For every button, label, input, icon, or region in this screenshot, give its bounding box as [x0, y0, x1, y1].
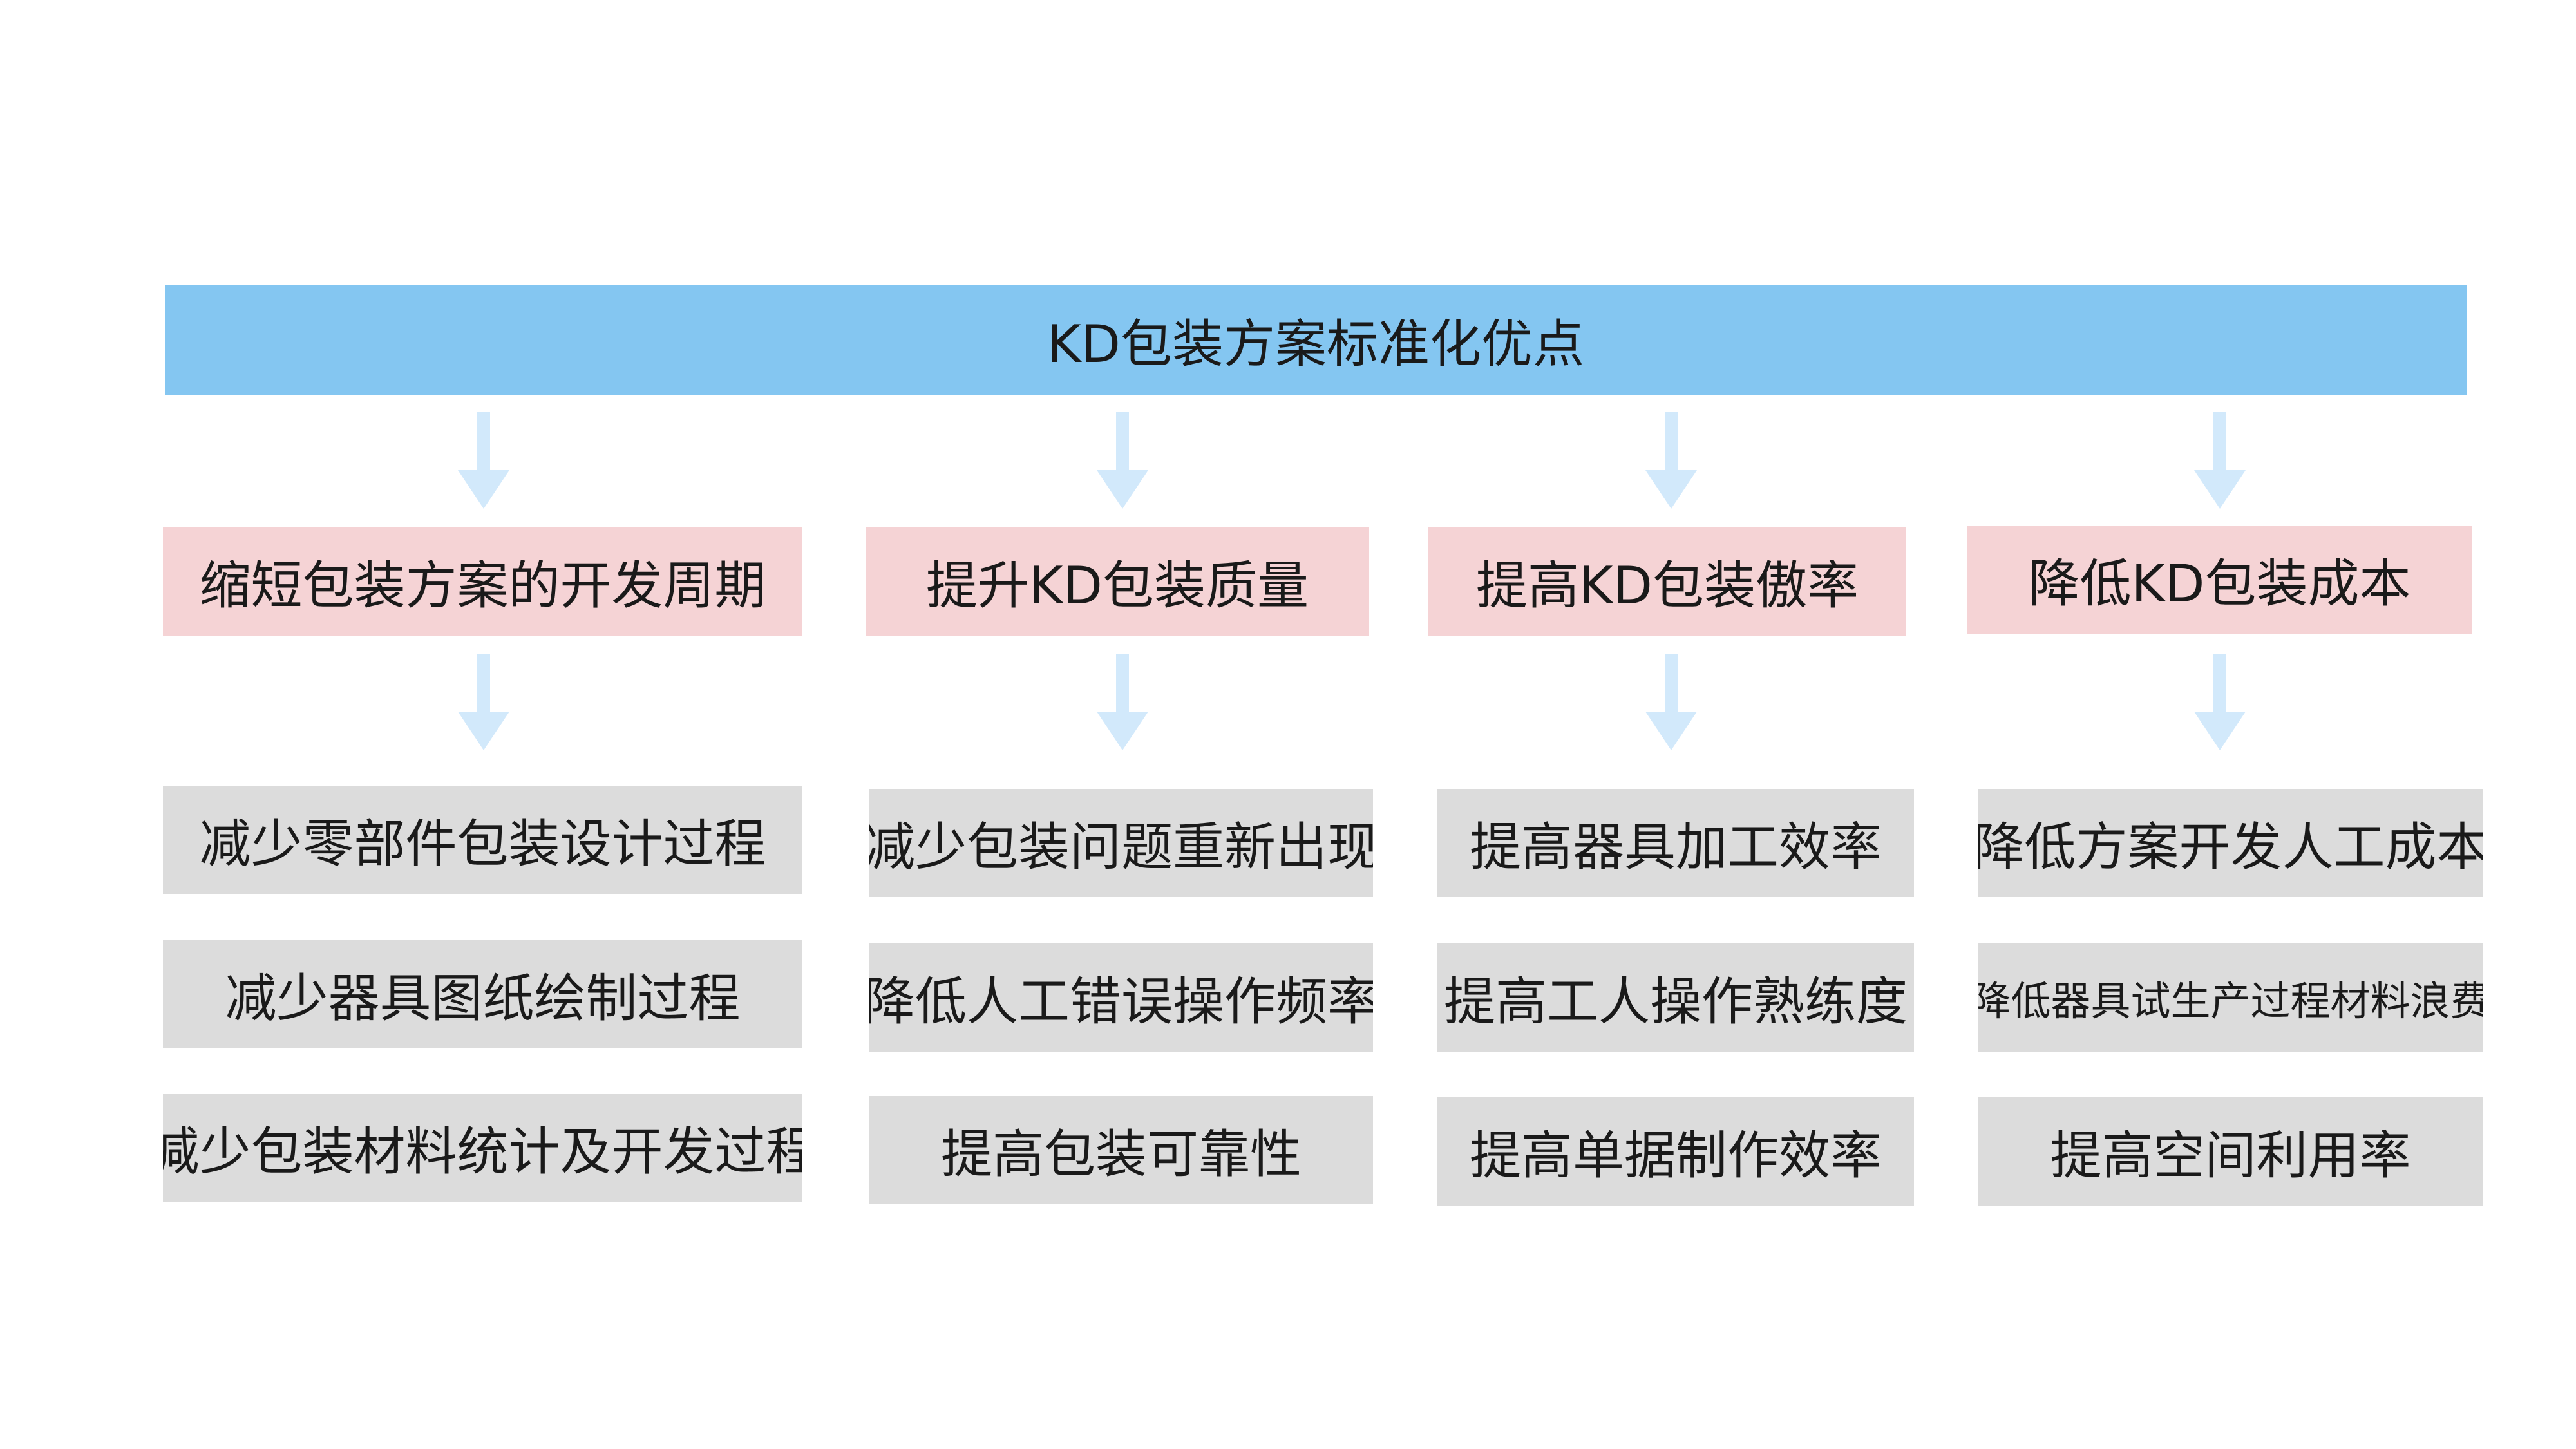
diagram-title: KD包装方案标准化优点 [165, 285, 2467, 395]
item-box: 减少零部件包装设计过程 [163, 786, 802, 894]
category-box: 提高KD包装傲率 [1428, 527, 1906, 636]
item-box: 提高工人操作熟练度 [1437, 943, 1914, 1052]
item-box: 降低人工错误操作频率 [869, 943, 1373, 1052]
arrow-down-icon [1645, 654, 1697, 750]
arrow-down-icon [2194, 412, 2246, 509]
item-box: 提高包装可靠性 [869, 1096, 1373, 1204]
arrow-down-icon [1097, 412, 1148, 509]
arrow-down-icon [458, 654, 509, 750]
arrow-down-icon [2194, 654, 2246, 750]
category-box: 提升KD包装质量 [866, 527, 1369, 636]
item-box: 提高单据制作效率 [1437, 1097, 1914, 1206]
category-box: 降低KD包装成本 [1967, 526, 2472, 634]
arrow-down-icon [1097, 654, 1148, 750]
item-box: 减少器具图纸绘制过程 [163, 940, 802, 1048]
arrow-down-icon [458, 412, 509, 509]
item-box: 减少包装材料统计及开发过程 [163, 1094, 802, 1202]
arrow-down-icon [1645, 412, 1697, 509]
category-box: 缩短包装方案的开发周期 [163, 527, 802, 636]
item-box: 提高器具加工效率 [1437, 789, 1914, 897]
item-box: 降低器具试生产过程材料浪费 [1978, 943, 2483, 1052]
item-box: 提高空间利用率 [1978, 1097, 2483, 1206]
item-box: 降低方案开发人工成本 [1978, 789, 2483, 897]
item-box: 减少包装问题重新出现 [869, 789, 1373, 897]
